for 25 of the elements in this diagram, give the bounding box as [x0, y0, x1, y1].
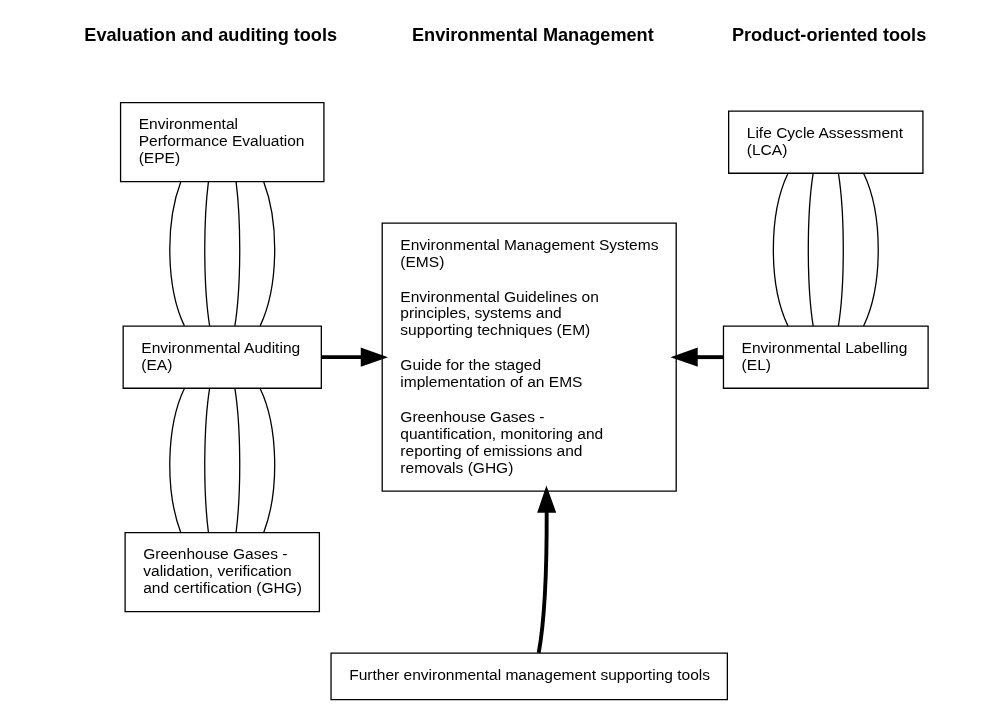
node-box: Environmental Performance Evaluation (EPE): [119, 102, 325, 183]
connector: [169, 387, 186, 534]
node-box: Environmental Auditing (EA): [122, 325, 322, 389]
node-box: Environmental Management Systems (EMS) Environmental Guidelines on principles, systems and supporting techniques (EM) Guide for the staged implementation of an EMS Greenhouse Gases - quantification, monitoring and reporting of emissions and removals (GHG): [381, 222, 677, 492]
connector: [204, 387, 211, 534]
connector: [772, 172, 789, 327]
node-box: Environmental Labelling (EL): [722, 325, 929, 389]
connector: [204, 181, 211, 327]
connector: [259, 181, 276, 327]
connector: [807, 172, 814, 327]
connector: [234, 181, 241, 327]
label: Environmental Management: [411, 24, 654, 45]
label: Product-oriented tools: [731, 24, 927, 45]
connector: [259, 387, 276, 534]
node-box: Further environmental management supporting tools: [330, 652, 728, 701]
connector: [169, 181, 186, 327]
arrow: [321, 347, 388, 367]
connector: [862, 172, 879, 327]
label: Evaluation and auditing tools: [84, 24, 338, 45]
node-box: Greenhouse Gases - validation, verification and certification (GHG): [124, 532, 321, 613]
connector: [837, 172, 844, 327]
node-box: Life Cycle Assessment (LCA): [728, 110, 924, 174]
arrow: [670, 347, 724, 367]
connector: [234, 387, 241, 534]
arrow: [536, 485, 557, 654]
